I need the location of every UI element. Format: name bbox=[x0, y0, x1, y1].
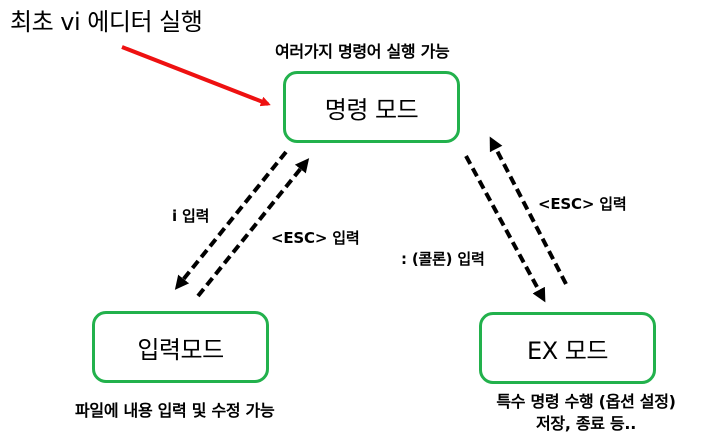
edge-label-esc-from-input: <ESC> 입력 bbox=[271, 229, 360, 247]
ex-mode-label: EX 모드 bbox=[527, 336, 608, 365]
edge-label-colon-input: : (콜론) 입력 bbox=[401, 250, 485, 268]
input-mode-label: 입력모드 bbox=[137, 335, 224, 364]
arrow-input-to-command bbox=[196, 158, 310, 298]
ex-mode-box: EX 모드 bbox=[479, 312, 656, 384]
ex-mode-caption-line2: 저장, 종료 등.. bbox=[536, 414, 636, 433]
edge-label-esc-from-ex: <ESC> 입력 bbox=[538, 195, 627, 213]
arrow-ex-to-command bbox=[489, 136, 568, 285]
edge-label-i-input: i 입력 bbox=[172, 207, 210, 225]
ex-mode-caption-line1: 특수 명령 수행 (옵션 설정) bbox=[496, 392, 676, 411]
command-mode-label: 명령 모드 bbox=[324, 95, 419, 124]
command-mode-box: 명령 모드 bbox=[283, 71, 460, 143]
arrow-command-to-ex bbox=[464, 155, 546, 303]
arrow-command-to-input bbox=[174, 150, 288, 290]
start-title: 최초 vi 에디터 실행 bbox=[10, 8, 203, 36]
start-arrow bbox=[121, 45, 271, 107]
command-mode-caption: 여러가지 명령어 실행 가능 bbox=[275, 42, 450, 61]
input-mode-caption: 파일에 내용 입력 및 수정 가능 bbox=[75, 401, 275, 420]
input-mode-box: 입력모드 bbox=[92, 311, 269, 383]
